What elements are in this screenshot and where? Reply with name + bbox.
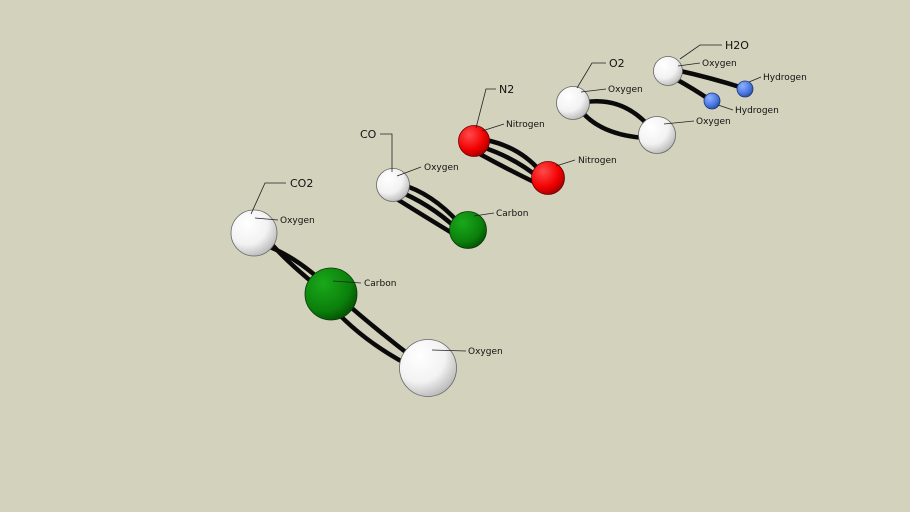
co-oxygen-atom [376, 168, 410, 202]
o2-bond-b [579, 109, 648, 141]
co2-carbon-atom [304, 267, 358, 321]
co2-carbon-label: Carbon [364, 279, 396, 289]
h2o-hydrogen-right-atom [736, 80, 754, 98]
n2-title-leader [475, 88, 496, 129]
molecule-n2: N2 Nitrogen Nitrogen [458, 83, 617, 195]
n2-bond-a [483, 137, 544, 175]
h2o-hydrogen-bottom-label: Hydrogen [735, 106, 779, 116]
co2-title: CO2 [290, 177, 313, 190]
molecule-h2o: H2O Oxygen Hydrogen Hydrogen [653, 39, 807, 116]
n2-nitrogen-bottom-leader [555, 159, 576, 167]
n2-nitrogen-top-label: Nitrogen [506, 120, 545, 130]
h2o-hydrogen-right-label: Hydrogen [763, 73, 807, 83]
o2-oxygen-top-atom [556, 86, 590, 120]
h2o-bond-bottom [671, 75, 713, 103]
h2o-oxygen-leader [677, 62, 701, 67]
molecule-o2: O2 Oxygen Oxygen [556, 57, 731, 154]
molecule-co: CO Oxygen Carbon [360, 128, 528, 249]
co-oxygen-leader [396, 166, 422, 177]
co2-oxygen-bottom-label: Oxygen [468, 347, 503, 357]
co-oxygen-label: Oxygen [424, 163, 459, 173]
co-title: CO [360, 128, 377, 141]
co2-carbon-leader [332, 280, 362, 284]
o2-oxygen-top-label: Oxygen [608, 85, 643, 95]
co2-oxygen-top-label: Oxygen [280, 216, 315, 226]
n2-nitrogen-bottom-label: Nitrogen [578, 156, 617, 166]
h2o-title: H2O [725, 39, 749, 52]
n2-nitrogen-top-leader [481, 123, 505, 132]
h2o-hydrogen-bottom-leader [717, 104, 734, 111]
n2-nitrogen-top-atom [458, 125, 490, 157]
o2-oxygen-top-leader [580, 88, 607, 93]
o2-oxygen-bottom-label: Oxygen [696, 117, 731, 127]
co-carbon-atom [449, 211, 487, 249]
h2o-hydrogen-bottom-atom [703, 92, 721, 110]
co2-oxygen-bottom-atom [399, 339, 457, 397]
co2-oxygen-top-leader [254, 217, 279, 221]
co-title-leader [380, 133, 393, 172]
h2o-title-leader [679, 44, 722, 60]
o2-oxygen-bottom-leader [663, 120, 695, 125]
n2-title: N2 [499, 83, 514, 96]
o2-bond-a [583, 99, 651, 128]
h2o-hydrogen-right-leader [748, 76, 762, 83]
h2o-oxygen-atom [653, 56, 683, 86]
n2-nitrogen-bottom-atom [531, 161, 565, 195]
o2-title: O2 [609, 57, 625, 70]
co-carbon-leader [473, 212, 495, 217]
co2-oxygen-top-atom [230, 209, 278, 257]
molecule-co2: CO2 Oxygen Carbon Oxygen [230, 177, 503, 397]
co-carbon-label: Carbon [496, 209, 528, 219]
h2o-oxygen-label: Oxygen [702, 59, 737, 69]
n2-bond-c [475, 150, 537, 185]
o2-title-leader [576, 62, 606, 89]
co2-oxygen-bottom-leader [431, 349, 467, 352]
o2-oxygen-bottom-atom [638, 116, 676, 154]
co2-title-leader [250, 182, 286, 215]
